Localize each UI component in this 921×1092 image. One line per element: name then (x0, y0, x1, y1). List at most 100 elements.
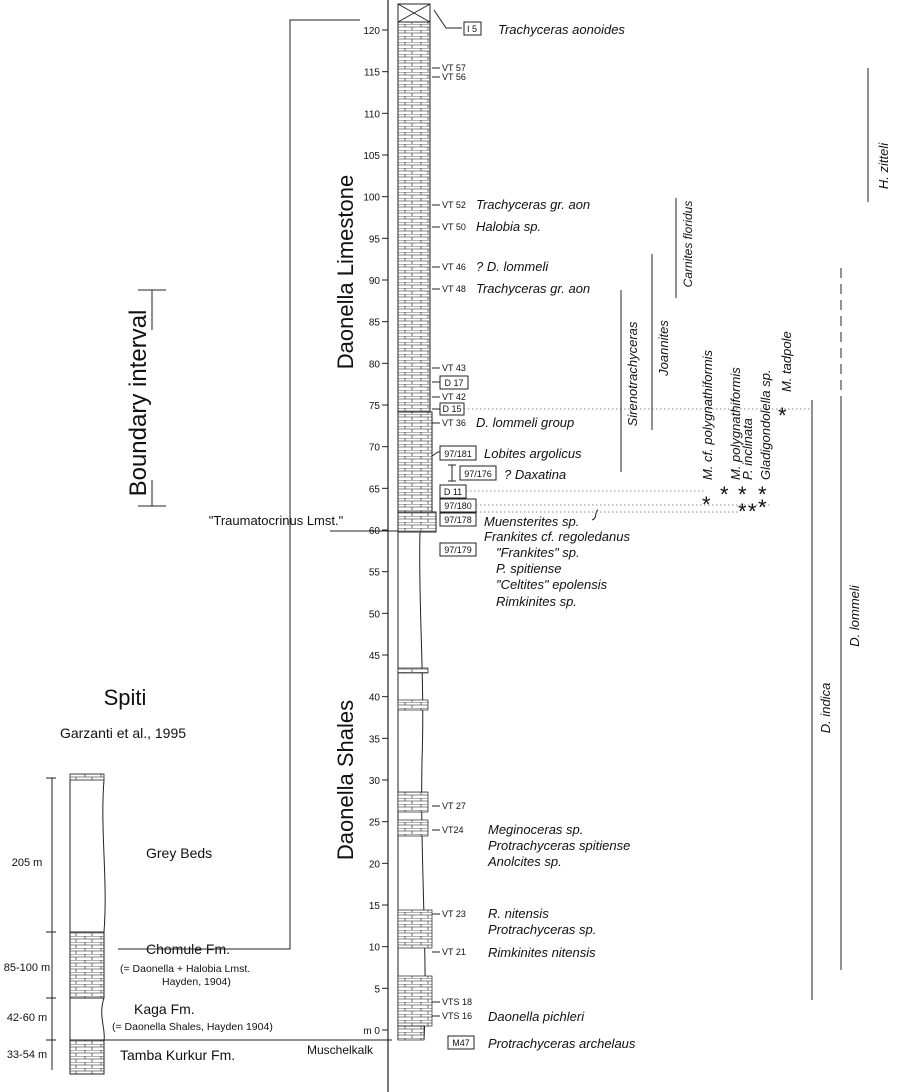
depth-tick-label: 70 (369, 443, 381, 454)
sample-VT48: VT 48 (442, 284, 466, 294)
conodont-m-tadpole: M. tadpole (779, 331, 794, 392)
depth-tick-label: 35 (369, 734, 381, 745)
taxon-celtites: "Celtites" epolensis (496, 577, 608, 592)
depth-tick-label: 110 (364, 109, 380, 120)
sample-VT42: VT 42 (442, 392, 466, 402)
depth-axis: m 05101520253035404550556065707580859095… (363, 0, 389, 1092)
sample-VT27: VT 27 (442, 801, 466, 811)
sample-97-180: 97/180 (444, 501, 472, 511)
taxon-frankites-regoledanus: Frankites cf. regoledanus (484, 529, 630, 544)
sample-VT46: VT 46 (442, 262, 466, 272)
sample-97-179: 97/179 (444, 545, 472, 555)
section-column (397, 3, 437, 1041)
depth-tick-label: 115 (364, 68, 380, 79)
sample-VT21: VT 21 (442, 947, 466, 957)
depth-tick-label: 15 (369, 901, 381, 912)
kaga-thickness: 42-60 m (7, 1012, 47, 1024)
daonella-shales-label: Daonella Shales (333, 700, 358, 860)
occurrence-star-4: * (738, 499, 747, 524)
depth-tick-label: 65 (369, 484, 381, 495)
sample-97-176: 97/176 (464, 469, 492, 479)
sample-VT43: VT 43 (442, 363, 466, 373)
taxon-r-nitensis: R. nitensis (488, 906, 549, 921)
depth-tick-label: 40 (369, 693, 381, 704)
chomule-note-1: (= Daonella + Halobia Lmst. (120, 963, 250, 975)
boundary-interval-label: Boundary interval (125, 310, 152, 497)
taxon-trachyceras-aonoides: Trachyceras aonoides (498, 22, 625, 37)
conodont-gladigondolella: Gladigondolella sp. (758, 369, 773, 480)
depth-tick-label: 45 (369, 651, 381, 662)
conodonts: M. cf. polygnathiformis M. polygnathifor… (700, 331, 794, 524)
sample-97-178: 97/178 (444, 515, 472, 525)
depth-tick-label: 30 (369, 776, 381, 787)
occurrence-star-3: * (738, 482, 747, 507)
taxon-rimkinites-nitensis: Rimkinites nitensis (488, 945, 596, 960)
depth-tick-label: 105 (363, 151, 380, 162)
sample-D11: D 11 (444, 487, 462, 497)
taxon-p-spitiense: P. spitiense (496, 561, 562, 576)
depth-tick-label: 80 (369, 359, 381, 370)
taxon-meginoceras: Meginoceras sp. (488, 822, 583, 837)
traumatocrinus-label: "Traumatocrinus Lmst." (209, 513, 344, 528)
sample-97-181: 97/181 (444, 449, 472, 459)
sample-D17: D 17 (444, 378, 463, 388)
zone-joannites: Joannites (656, 320, 671, 377)
depth-tick-label: 5 (374, 984, 380, 995)
depth-tick-label: 25 (369, 818, 381, 829)
chomule-thickness: 85-100 m (4, 962, 50, 974)
sample-VTS18: VTS 18 (442, 997, 472, 1007)
taxon-frankites-sp: "Frankites" sp. (496, 545, 580, 560)
sample-VT36: VT 36 (442, 418, 466, 428)
depth-tick-label: 10 (369, 943, 381, 954)
boundary-interval: Boundary interval (112, 289, 192, 507)
sample-I5: I 5 (467, 24, 477, 34)
kaga-note: (= Daonella Shales, Hayden 1904) (112, 1021, 273, 1033)
grey-beds-thickness: 205 m (12, 857, 43, 869)
range-zones: Sirenotrachyceras Joannites Carnites flo… (620, 68, 891, 1000)
taxon-anolcites: Anolcites sp. (487, 854, 562, 869)
sample-VT52: VT 52 (442, 200, 466, 210)
taxon-daxatina: ? Daxatina (504, 467, 566, 482)
sample-VT24: VT24 (442, 825, 464, 835)
spiti-reference: Garzanti et al., 1995 (60, 725, 186, 741)
spiti-column: Spiti Garzanti et al., 1995 205 m Grey B… (4, 685, 300, 1075)
sample-markers: I 5 Trachyceras aonoides VT 57 VT 56 VT … (431, 9, 636, 1051)
taxon-trachyceras-aon-1: Trachyceras gr. aon (476, 197, 590, 212)
taxon-lobites: Lobites argolicus (484, 446, 582, 461)
sample-VT56: VT 56 (442, 72, 466, 82)
sample-VT23: VT 23 (442, 909, 466, 919)
dotted-lines (464, 408, 810, 513)
sample-VTS16: VTS 16 (442, 1011, 472, 1021)
conodont-m-polygnathiformis: M. polygnathiformis (728, 367, 743, 480)
depth-tick-label: 75 (369, 401, 381, 412)
sample-D15: D 15 (442, 404, 461, 414)
occurrence-star-1: * (702, 492, 711, 517)
taxon-protrachyceras-archelaus: Protrachyceras archelaus (488, 1036, 636, 1051)
zone-d-lommeli: D. lommeli (847, 584, 862, 647)
zone-d-indica: D. indica (818, 683, 833, 734)
zone-carnites: Carnites floridus (681, 201, 695, 288)
sample-M47: M47 (452, 1038, 470, 1048)
correlation-lines (140, 19, 398, 1041)
tamba-label: Tamba Kurkur Fm. (120, 1047, 235, 1063)
muschelkalk-label: Muschelkalk (307, 1043, 374, 1057)
taxon-d-lommeli-q: ? D. lommeli (476, 259, 549, 274)
taxon-halobia: Halobia sp. (476, 219, 541, 234)
depth-tick-label: 120 (363, 26, 380, 37)
depth-tick-label: 55 (369, 568, 381, 579)
taxon-trachyceras-aon-2: Trachyceras gr. aon (476, 281, 590, 296)
kaga-label: Kaga Fm. (134, 1001, 195, 1017)
occurrence-star-5: * (748, 499, 757, 524)
tamba-thickness: 33-54 m (7, 1049, 47, 1061)
zone-sirenotrachyceras: Sirenotrachyceras (625, 321, 640, 426)
depth-tick-label: 20 (369, 859, 381, 870)
daonella-limestone-label: Daonella Limestone (333, 175, 358, 369)
occurrence-star-2: * (720, 482, 729, 507)
taxon-muensterites: Muensterites sp. (484, 514, 579, 529)
depth-tick-label: 85 (369, 318, 381, 329)
zone-h-zitteli: H. zitteli (876, 142, 891, 189)
depth-tick-label: 90 (369, 276, 381, 287)
occurrence-star-7: * (758, 495, 767, 520)
spiti-title: Spiti (104, 685, 147, 710)
